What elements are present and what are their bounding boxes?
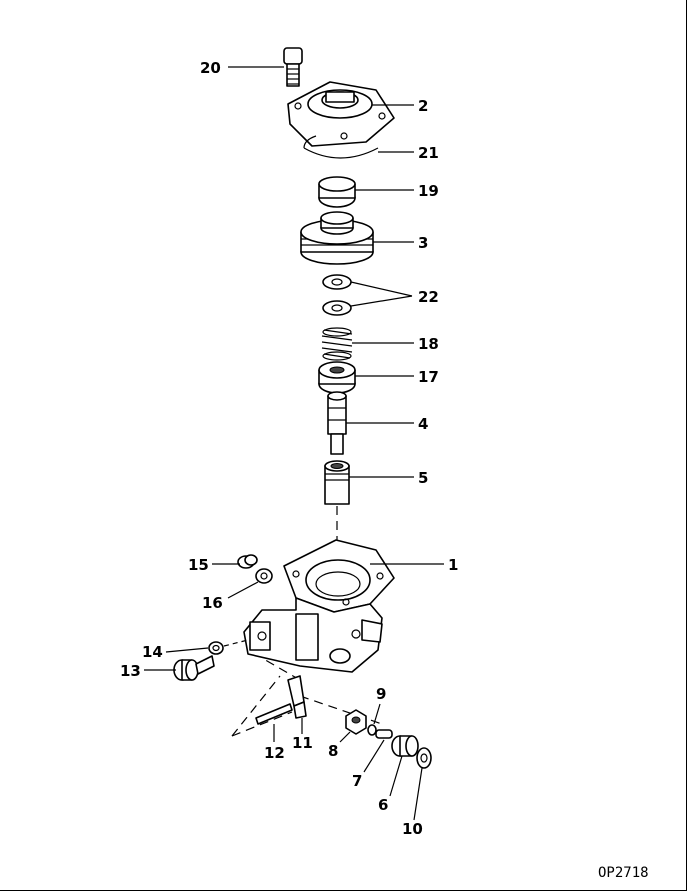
label-part-8: 8 bbox=[328, 742, 338, 760]
part-4-spool bbox=[327, 391, 414, 455]
part-20-bolt bbox=[228, 47, 303, 87]
label-part-12: 12 bbox=[264, 744, 285, 762]
part-17-collar bbox=[318, 361, 414, 394]
part-7-pin bbox=[363, 729, 393, 773]
part-14-washer bbox=[165, 639, 249, 655]
part-12-pin bbox=[255, 703, 293, 742]
label-part-16: 16 bbox=[202, 594, 223, 612]
part-2-cover bbox=[287, 81, 414, 147]
part-11-bracket bbox=[287, 675, 307, 734]
label-part-11: 11 bbox=[292, 734, 313, 752]
label-part-7: 7 bbox=[352, 772, 362, 790]
part-1-valve-body bbox=[243, 539, 444, 673]
part-19-plug bbox=[318, 176, 414, 208]
label-part-5: 5 bbox=[418, 469, 428, 487]
label-part-21: 21 bbox=[418, 144, 439, 162]
part-9-o-ring bbox=[367, 703, 381, 736]
part-5-bushing bbox=[324, 460, 414, 505]
part-8-nut bbox=[339, 709, 367, 743]
label-part-1: 1 bbox=[448, 556, 458, 574]
label-part-13: 13 bbox=[120, 662, 141, 680]
label-part-9: 9 bbox=[376, 685, 386, 703]
part-10-washer bbox=[413, 747, 432, 821]
part-6-sleeve bbox=[389, 735, 419, 797]
part-18-spring bbox=[321, 327, 414, 361]
part-21-o-ring bbox=[303, 135, 414, 159]
part-13-bolt bbox=[144, 655, 215, 681]
assembly-guides bbox=[231, 657, 383, 737]
label-part-10: 10 bbox=[402, 820, 423, 838]
label-part-20: 20 bbox=[200, 59, 221, 77]
label-part-4: 4 bbox=[418, 415, 428, 433]
part-15-plug bbox=[212, 554, 258, 569]
label-part-19: 19 bbox=[418, 182, 439, 200]
label-part-22: 22 bbox=[418, 288, 439, 306]
label-part-3: 3 bbox=[418, 234, 428, 252]
label-part-17: 17 bbox=[418, 368, 439, 386]
part-3-piston bbox=[300, 211, 414, 265]
label-part-6: 6 bbox=[378, 796, 388, 814]
part-16-washer bbox=[227, 568, 273, 599]
label-part-14: 14 bbox=[142, 643, 163, 661]
part-22-washers bbox=[322, 274, 413, 316]
label-part-2: 2 bbox=[418, 97, 428, 115]
label-part-18: 18 bbox=[418, 335, 439, 353]
label-part-15: 15 bbox=[188, 556, 209, 574]
drawing-code: OP2718 bbox=[598, 865, 649, 881]
